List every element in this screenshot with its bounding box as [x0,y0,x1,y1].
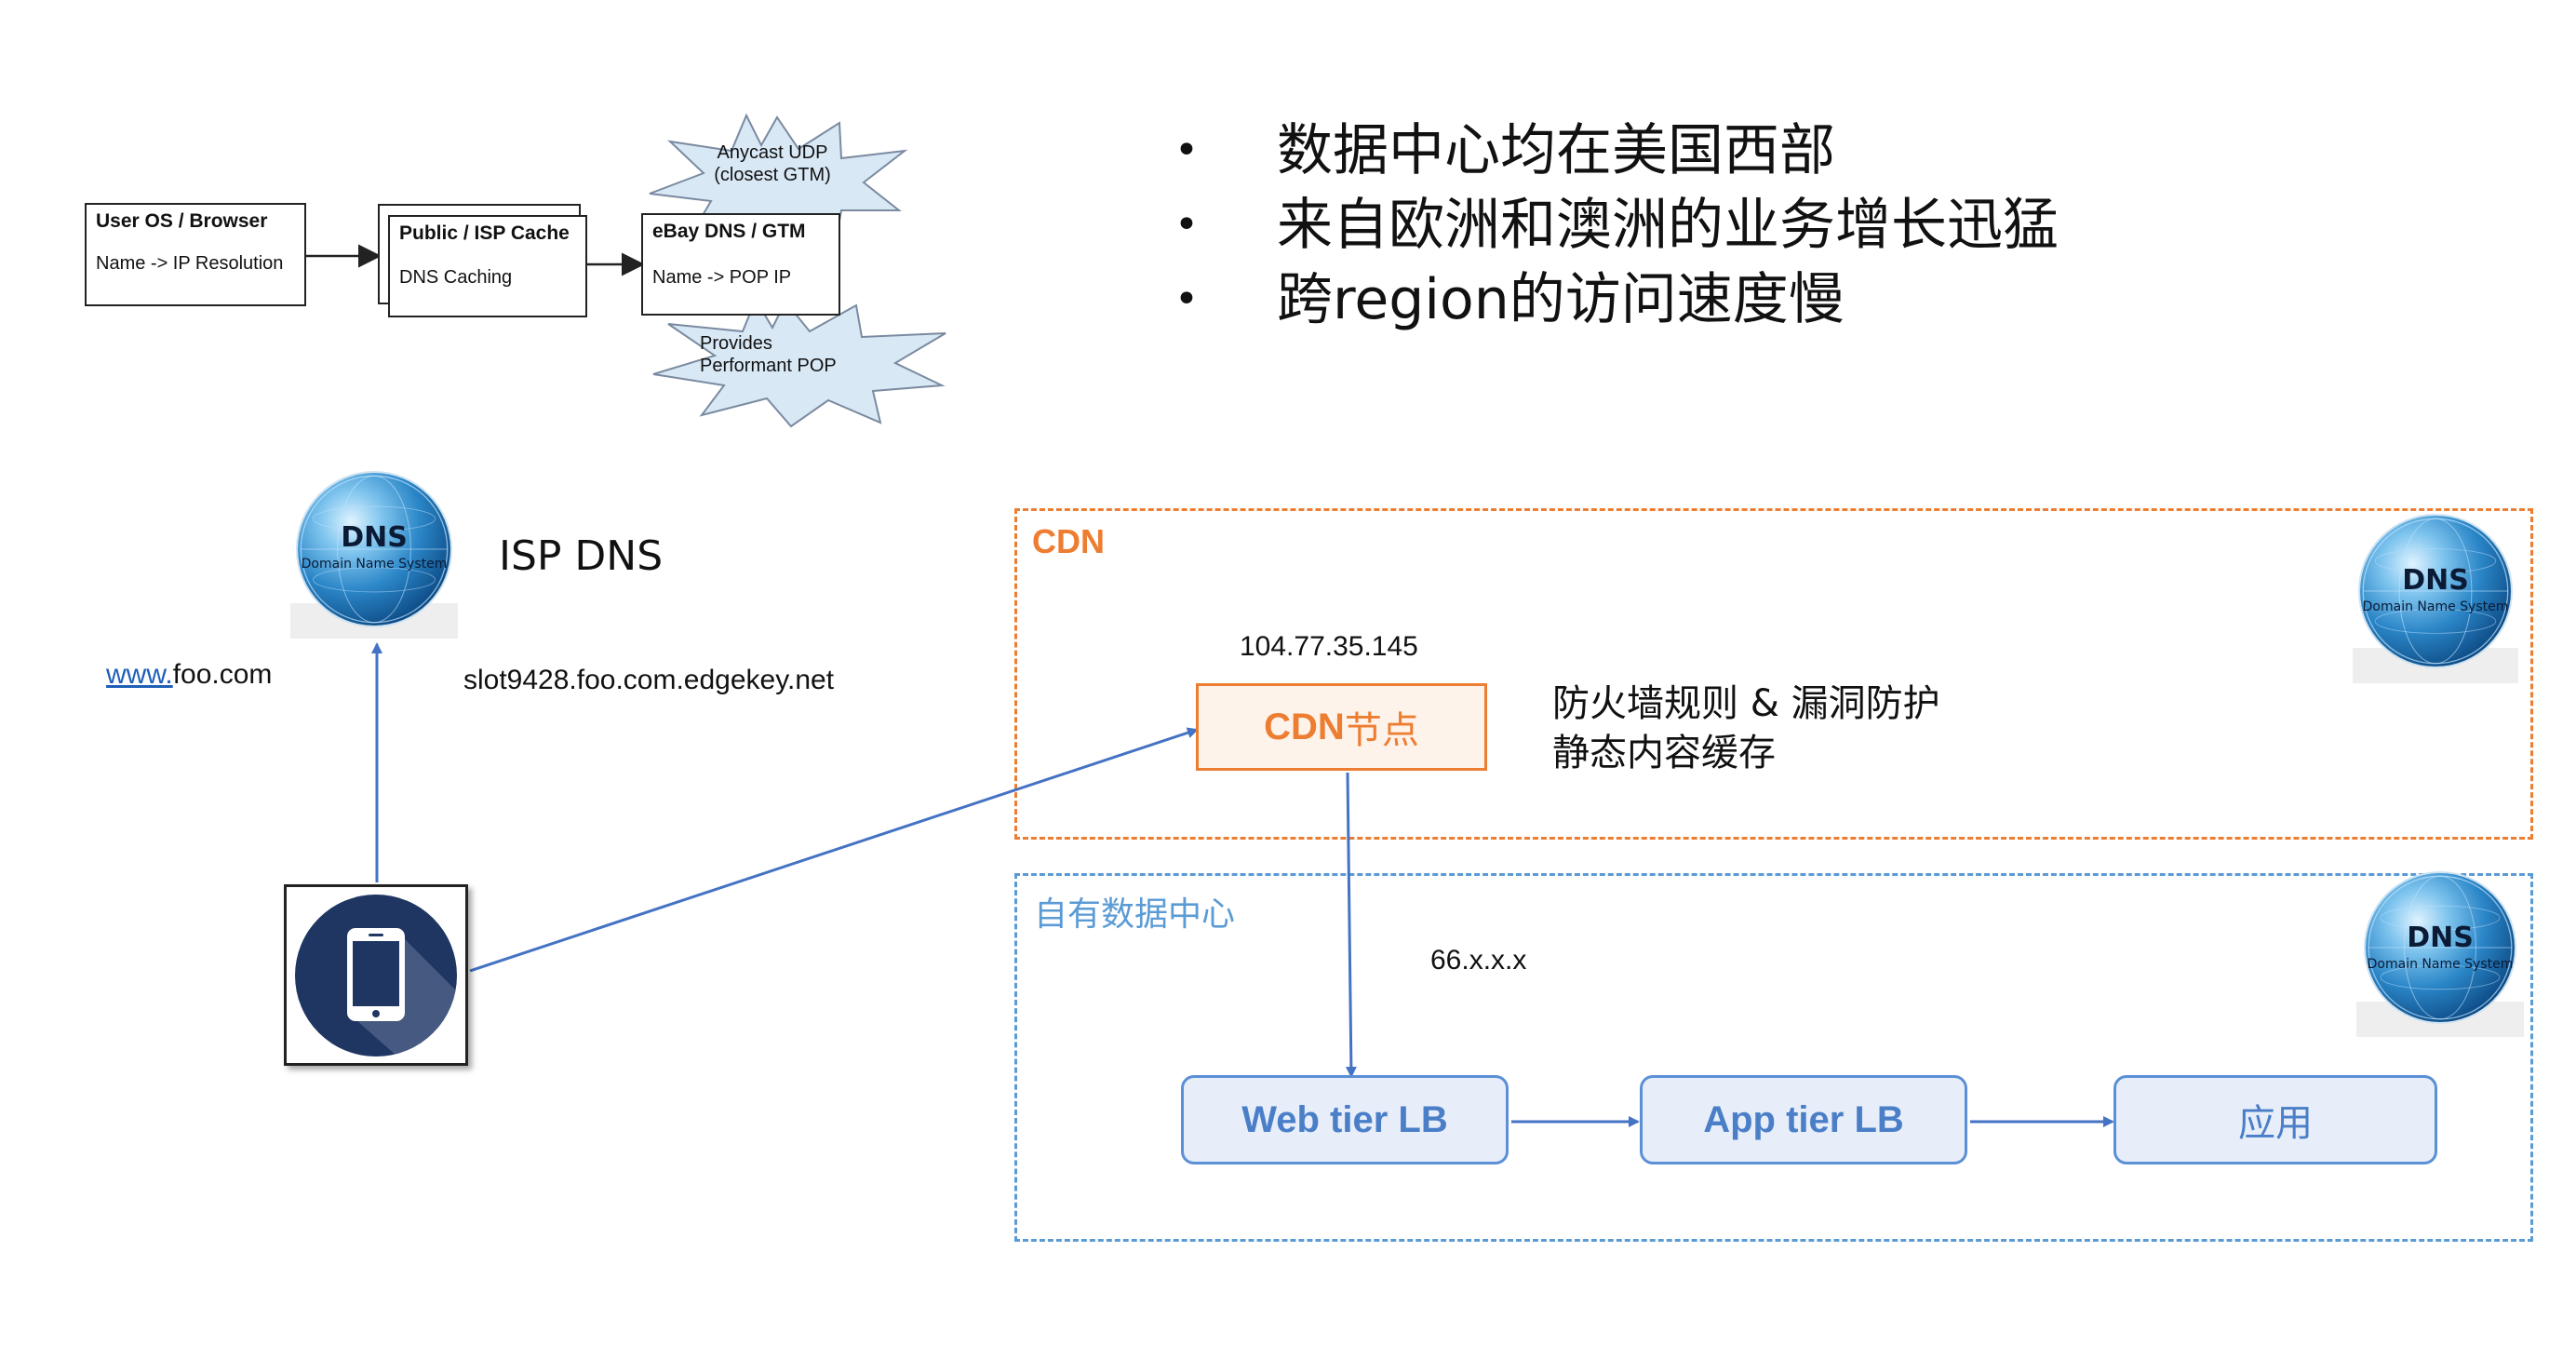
cdn-node-label-latin: CDN [1264,706,1345,747]
arrow-cdn-to-web [1345,772,1357,1078]
mobile-client [284,884,468,1066]
www-url-rest: foo.com [172,659,273,690]
application-label: 应用 [2238,1102,2313,1145]
application-box: 应用 [2113,1075,2437,1164]
cdn-feature-item: 防火墙规则 & 漏洞防护 [1552,682,1940,725]
burst-anycast-line2: (closest GTM) [714,165,831,185]
cdn-dns-globe-subtitle: Domain Name System [2362,599,2509,614]
datacenter-region-label: 自有数据中心 [1034,895,1236,933]
isp-dns-globe-subtitle: Domain Name System [301,557,448,572]
origin-ip-label: 66.x.x.x [1430,945,1527,976]
bullet-item: • 来自欧洲和澳洲的业务增长迅猛 [1174,188,2059,262]
bullet-symbol: • [1174,201,1199,249]
burst-performant-text: Provides Performant POP [700,332,886,377]
burst-anycast-line1: Anycast UDP [717,142,828,163]
cdn-features: 防火墙规则 & 漏洞防护 静态内容缓存 [1552,680,1940,778]
app-tier-lb-label: App tier LB [1703,1098,1904,1140]
bullet-symbol: • [1174,127,1199,174]
cdn-dns-globe-title: DNS [2402,564,2469,597]
arrow-phone-to-cdn [469,727,1199,973]
burst-performant-shape [652,297,946,428]
cdn-feature-item: 静态内容缓存 [1552,732,1776,774]
isp-dns-globe-title: DNS [341,521,408,554]
datacenter-dns-globe-icon: DNS Domain Name System [2356,873,2524,1037]
isp-cache-sub: DNS Caching [399,267,513,288]
ebay-gtm-title: eBay DNS / GTM [652,221,806,242]
bullet-text: 数据中心均在美国西部 [1277,118,1835,183]
user-os-title: User OS / Browser [96,210,268,232]
isp-cache-box: Public / ISP Cache DNS Caching [388,215,587,317]
datacenter-dns-globe-subtitle: Domain Name System [2367,957,2514,972]
burst-performant-line2: Performant POP [700,356,837,376]
bullet-symbol: • [1174,276,1199,323]
www-url[interactable]: www.foo.com [106,659,272,691]
isp-dns-label: ISP DNS [499,532,664,580]
app-tier-lb-box: App tier LB [1640,1075,1967,1164]
cdn-region: CDN [1014,508,2533,840]
datacenter-region: 自有数据中心 [1014,873,2533,1242]
bullet-text: 来自欧洲和澳洲的业务增长迅猛 [1277,193,2059,258]
cdn-ip-label: 104.77.35.145 [1240,631,1418,662]
burst-anycast-text: Anycast UDP (closest GTM) [684,141,861,186]
isp-dns-globe-icon: DNS Domain Name System [290,473,458,639]
mobile-circle [295,895,457,1057]
cdn-node-label-cjk: 节点 [1344,709,1419,752]
burst-performant-line1: Provides [700,333,772,354]
web-tier-lb-label: Web tier LB [1241,1098,1448,1140]
ebay-gtm-box: eBay DNS / GTM Name -> POP IP [641,213,840,316]
cdn-region-label: CDN [1032,522,1105,560]
cdn-dns-globe-icon: DNS Domain Name System [2353,514,2518,683]
edgekey-hostname: slot9428.foo.com.edgekey.net [463,665,835,695]
bullet-item: • 跨region的访问速度慢 [1174,262,2059,337]
ebay-gtm-sub: Name -> POP IP [652,267,792,288]
web-tier-lb-box: Web tier LB [1181,1075,1509,1164]
www-url-prefix[interactable]: www. [106,659,173,690]
bullet-list: • 数据中心均在美国西部 • 来自欧洲和澳洲的业务增长迅猛 • 跨region的… [1174,114,2059,337]
isp-cache-title: Public / ISP Cache [399,222,570,244]
bullet-text: 跨region的访问速度慢 [1277,267,1845,332]
datacenter-dns-globe-title: DNS [2407,922,2474,954]
bullet-item: • 数据中心均在美国西部 [1174,114,2059,188]
user-os-box: User OS / Browser Name -> IP Resolution [85,203,306,306]
user-os-sub: Name -> IP Resolution [96,253,284,274]
smartphone-icon [347,928,457,1057]
